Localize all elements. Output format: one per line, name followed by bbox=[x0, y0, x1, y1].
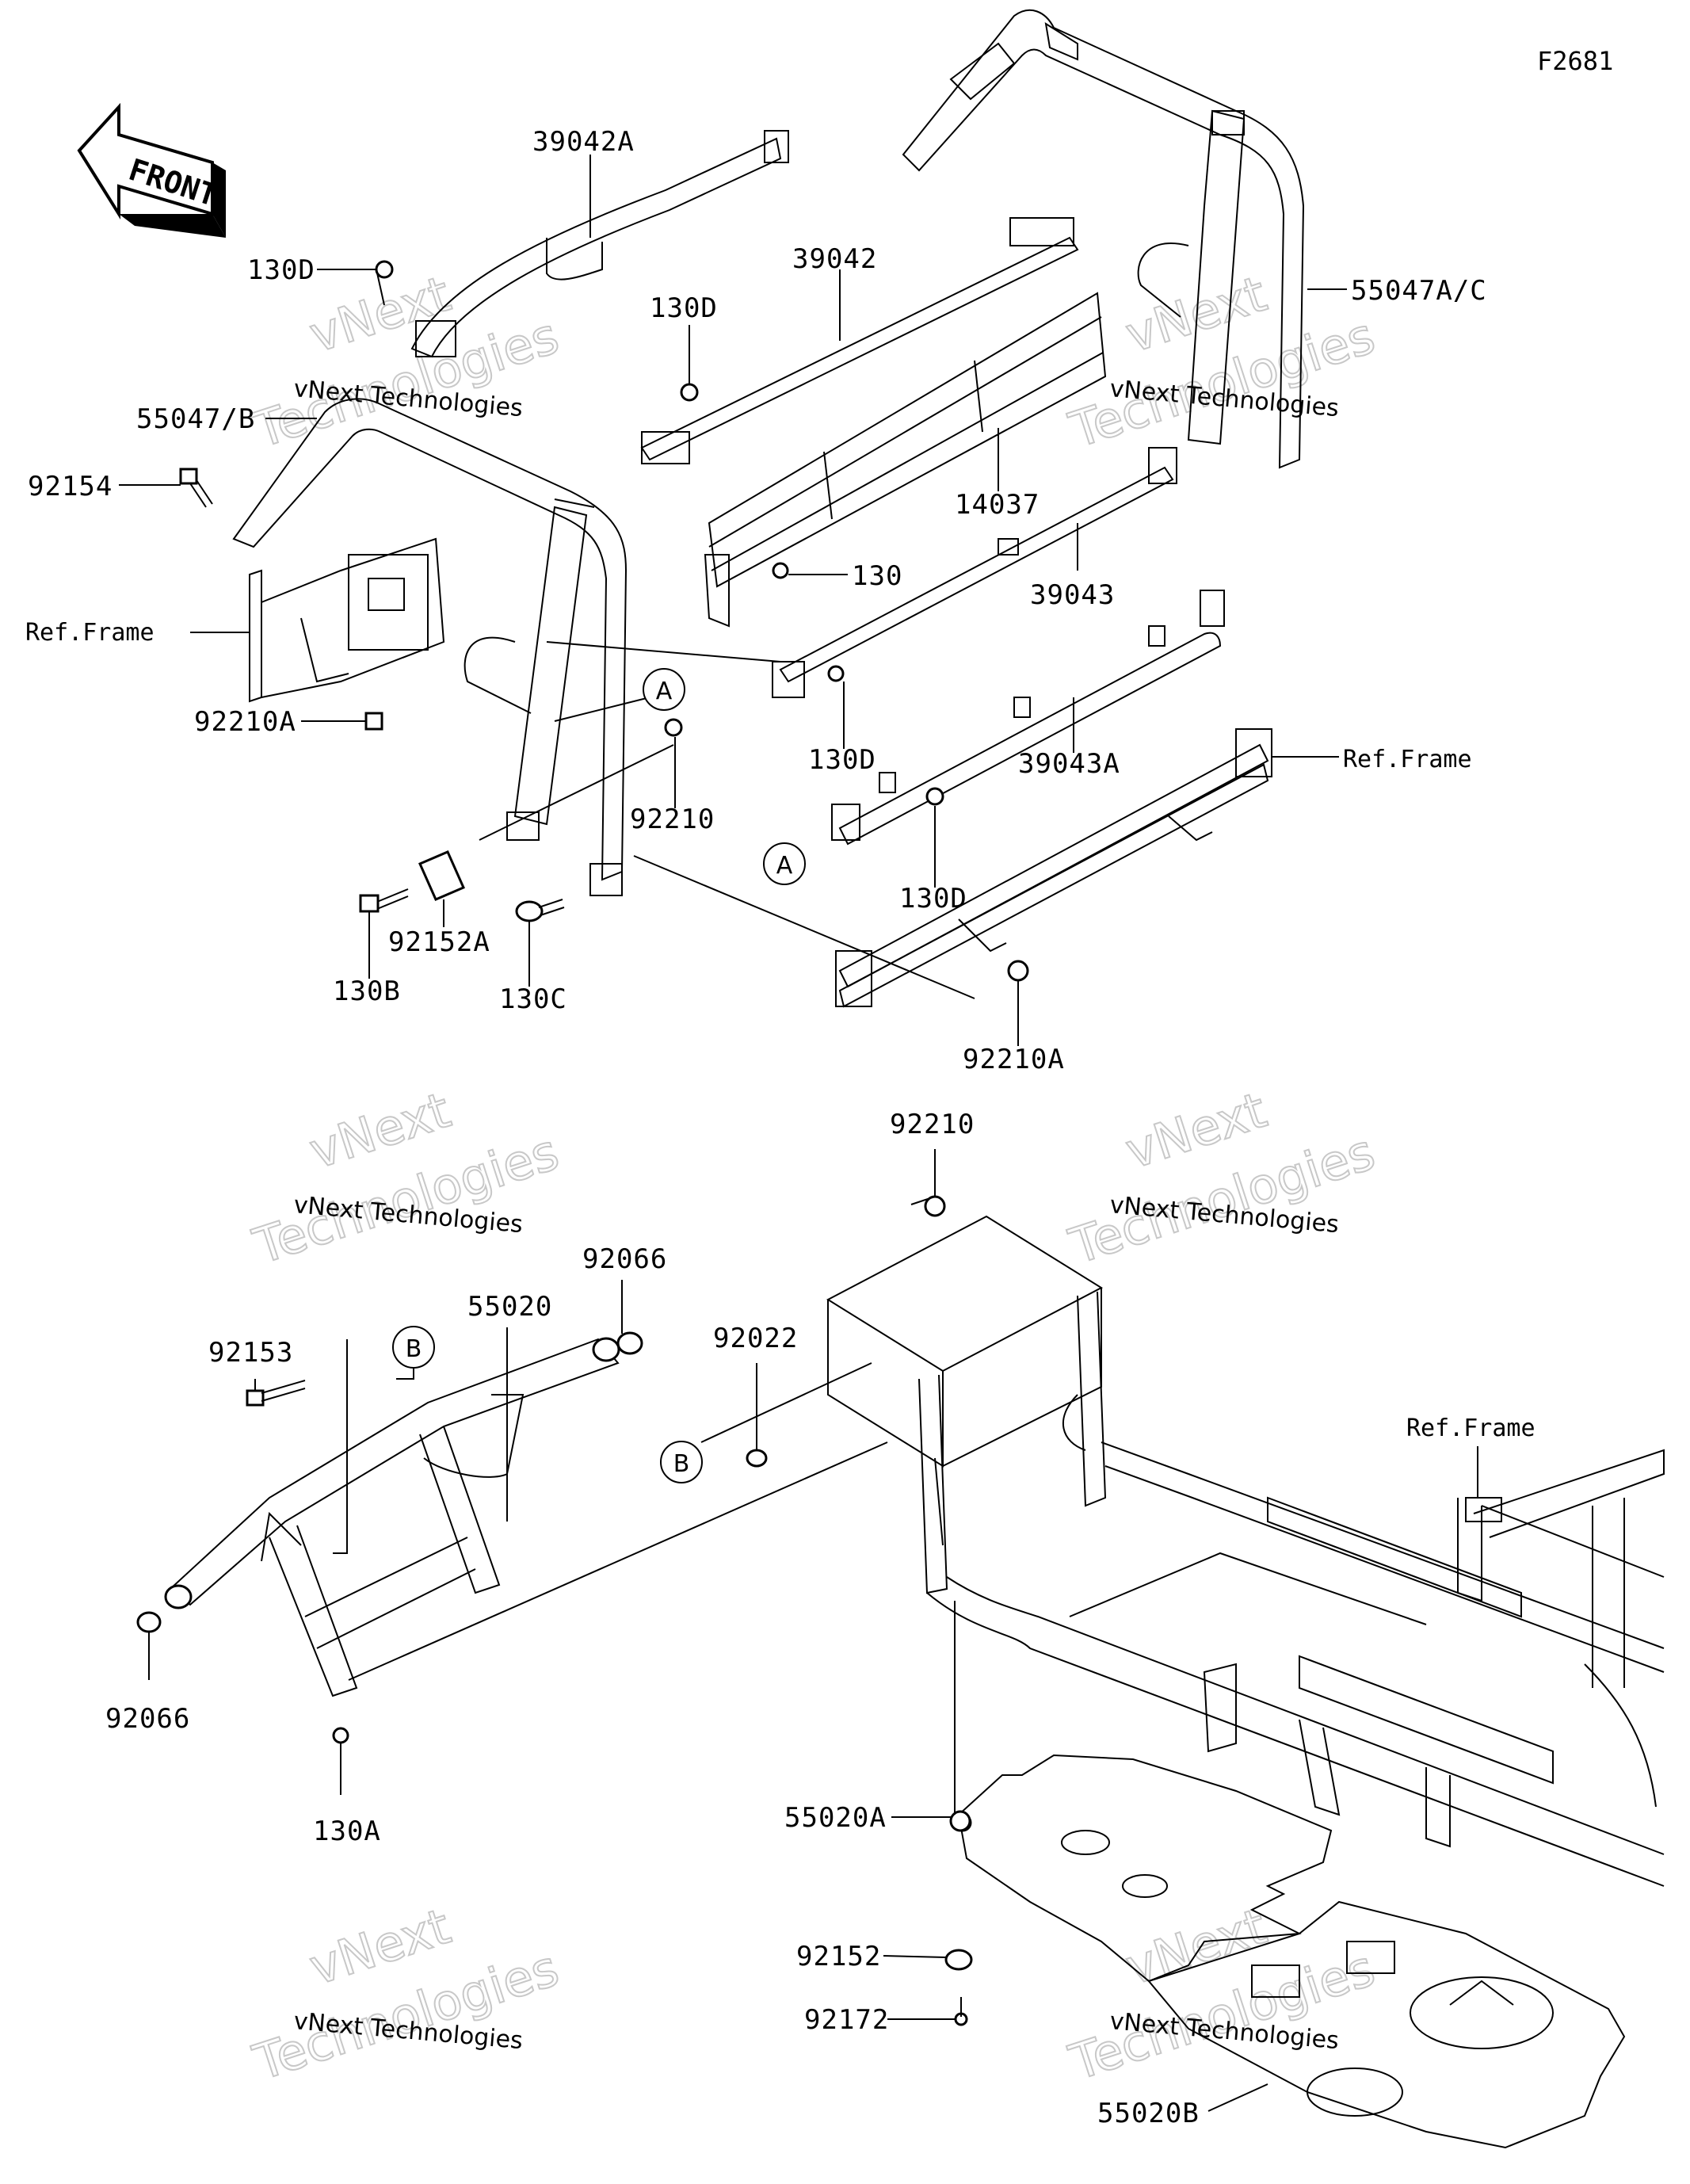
nut-130D-4-icon bbox=[925, 787, 944, 806]
callout-130D-3: 130D bbox=[808, 744, 876, 776]
callout-39042: 39042 bbox=[792, 243, 877, 275]
nut-55020A-icon bbox=[949, 1810, 971, 1832]
part-39043A-rail bbox=[831, 590, 1225, 846]
watermark-2: Technologies vNext vNext Technologies bbox=[1062, 264, 1382, 460]
callout-39043A: 39043A bbox=[1018, 748, 1120, 780]
callout-92066-2: 92066 bbox=[105, 1703, 190, 1735]
part-39042-rail bbox=[640, 217, 1079, 464]
callout-92210A-2: 92210A bbox=[963, 1044, 1065, 1075]
callout-55047AC: 55047A/C bbox=[1351, 275, 1487, 307]
nut-130D-3-icon bbox=[827, 665, 845, 682]
callout-130D-4: 130D bbox=[899, 883, 967, 914]
callout-labels: 39042A 130D 39042 130D 55047A/C 55047/B … bbox=[25, 126, 1535, 2129]
marker-a-2: A bbox=[763, 842, 806, 885]
bolt-92154-icon bbox=[179, 468, 213, 508]
callout-130: 130 bbox=[852, 560, 902, 592]
callout-92066-1: 92066 bbox=[582, 1243, 667, 1275]
part-55020-bumper bbox=[164, 1337, 620, 1697]
callout-ref-frame-2: Ref.Frame bbox=[1343, 746, 1472, 773]
callout-ref-frame-3: Ref.Frame bbox=[1406, 1415, 1535, 1442]
callout-92152: 92152 bbox=[796, 1941, 881, 1972]
watermark-1: Technologies vNext vNext Technologies bbox=[246, 264, 566, 460]
callout-92210-2: 92210 bbox=[890, 1109, 975, 1140]
watermark-6: Technologies vNext vNext Technologies bbox=[1062, 1896, 1382, 2093]
nut-130-icon bbox=[772, 562, 789, 579]
callout-92154: 92154 bbox=[28, 471, 113, 502]
part-39043-rail bbox=[772, 447, 1177, 698]
fastener-group-upper bbox=[179, 260, 1029, 982]
spacer-92152A-icon bbox=[418, 850, 465, 901]
bolt-92172-icon bbox=[954, 1997, 968, 2026]
callout-92210: 92210 bbox=[630, 804, 715, 835]
callout-55047B: 55047/B bbox=[136, 403, 255, 435]
callout-92172: 92172 bbox=[804, 2004, 889, 2036]
callout-92022: 92022 bbox=[713, 1323, 798, 1354]
ref-frame-lower-rail bbox=[835, 728, 1272, 1008]
fastener-group-lower bbox=[136, 1195, 973, 2026]
lower-assembly bbox=[136, 1195, 1665, 2149]
svg-text:B: B bbox=[673, 1450, 690, 1478]
part-55020B-skidplate bbox=[1147, 1900, 1626, 2149]
nut-92210A-1-icon bbox=[364, 712, 383, 731]
watermark-5: Technologies vNext vNext Technologies bbox=[246, 1896, 566, 2093]
callout-14037: 14037 bbox=[955, 489, 1040, 521]
nut-130D-2-icon bbox=[680, 383, 699, 402]
callout-92153: 92153 bbox=[208, 1337, 293, 1369]
nut-92210A-2-icon bbox=[1007, 960, 1029, 982]
watermark-4: Technologies vNext vNext Technologies bbox=[1062, 1080, 1382, 1277]
callout-39042A: 39042A bbox=[532, 126, 635, 158]
callout-92152A: 92152A bbox=[388, 926, 490, 958]
callout-39043: 39043 bbox=[1030, 579, 1115, 611]
washer-92152-icon bbox=[944, 1949, 973, 1971]
marker-a-1: A bbox=[643, 668, 685, 711]
figure-code: F2681 bbox=[1537, 46, 1613, 76]
part-14037-panel bbox=[704, 292, 1107, 628]
callout-55020: 55020 bbox=[467, 1291, 552, 1323]
marker-b-2: B bbox=[660, 1441, 703, 1483]
svg-text:A: A bbox=[776, 852, 793, 880]
reference-markers: A A B B bbox=[333, 668, 806, 1554]
callout-130D-2: 130D bbox=[650, 292, 718, 324]
callout-92210A-1: 92210A bbox=[194, 706, 296, 738]
leader-lines bbox=[119, 155, 1478, 2112]
callout-55020A: 55020A bbox=[784, 1802, 887, 1834]
callout-130A: 130A bbox=[313, 1816, 381, 1847]
front-arrow-icon: FRONT bbox=[77, 102, 226, 238]
nut-130D-1-icon bbox=[375, 260, 394, 279]
ref-frame-left-bracket bbox=[249, 537, 445, 703]
ref-frame-main bbox=[826, 1215, 1665, 1887]
callout-130D-1: 130D bbox=[247, 254, 315, 286]
nut-92210-icon bbox=[664, 718, 683, 737]
watermark-3: Technologies vNext vNext Technologies bbox=[246, 1080, 566, 1277]
callout-ref-frame-1: Ref.Frame bbox=[25, 619, 155, 647]
callout-130B: 130B bbox=[333, 976, 401, 1007]
cap-92066-2-icon bbox=[136, 1611, 162, 1633]
callout-130C: 130C bbox=[499, 983, 567, 1015]
upper-assembly bbox=[179, 9, 1305, 1008]
nut-130A-icon bbox=[332, 1727, 349, 1744]
callout-55020B: 55020B bbox=[1097, 2098, 1200, 2129]
bolt-130B-icon bbox=[359, 888, 409, 913]
svg-text:B: B bbox=[406, 1335, 422, 1363]
marker-b-1: B bbox=[392, 1326, 435, 1369]
part-55047AC-rollbar bbox=[902, 9, 1305, 469]
bolt-130C-icon bbox=[515, 899, 565, 922]
svg-text:A: A bbox=[656, 678, 673, 705]
part-39042A-rail bbox=[410, 130, 789, 358]
cap-92066-1-icon bbox=[616, 1331, 643, 1355]
nut-92022-icon bbox=[746, 1449, 768, 1468]
